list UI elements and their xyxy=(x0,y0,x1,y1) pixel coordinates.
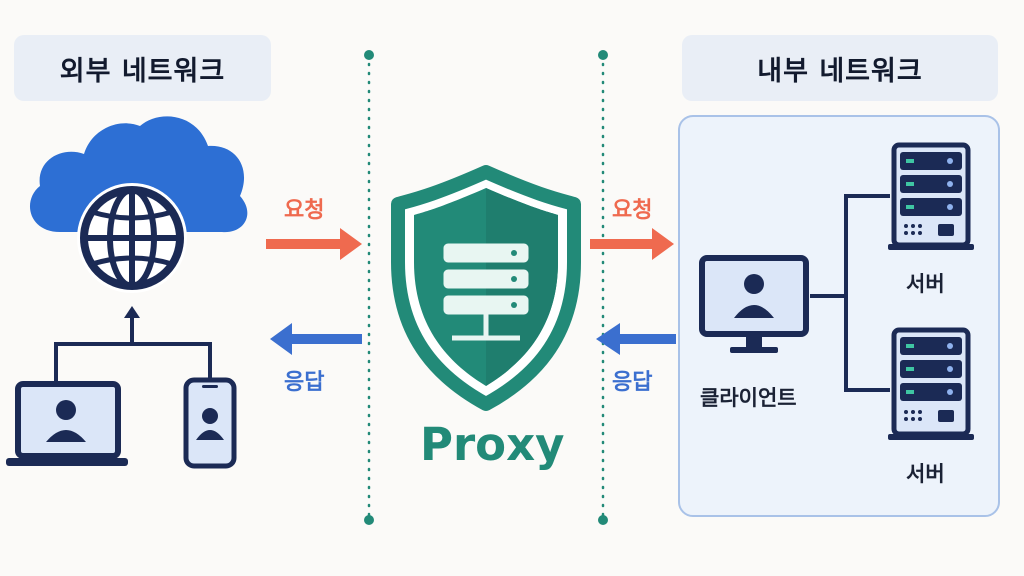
server-icon-top xyxy=(888,142,974,250)
server-icon-bottom xyxy=(888,327,974,440)
proxy-shield-icon xyxy=(391,165,581,411)
smartphone-icon xyxy=(183,377,237,469)
response-arrow-right xyxy=(596,323,676,355)
request-label-right: 요청 xyxy=(612,198,653,223)
device-connector xyxy=(54,306,212,382)
request-label-left: 요청 xyxy=(284,198,325,223)
cloud-globe-icon xyxy=(29,116,248,293)
server-label-top: 서버 xyxy=(906,272,945,296)
request-arrow-left xyxy=(266,228,362,260)
response-label-left: 응답 xyxy=(284,370,325,395)
server-connector xyxy=(810,194,890,392)
boundary-line-right xyxy=(598,50,608,525)
internal-network-title: 내부 네트워크 xyxy=(682,35,998,101)
client-monitor-icon xyxy=(699,255,809,353)
server-label-bottom: 서버 xyxy=(906,462,945,486)
response-label-right: 응답 xyxy=(612,370,653,395)
proxy-label: Proxy xyxy=(420,418,565,471)
request-arrow-right xyxy=(590,228,674,260)
laptop-icon xyxy=(6,381,128,466)
boundary-line-left xyxy=(364,50,374,525)
client-label: 클라이언트 xyxy=(700,386,797,410)
response-arrow-left xyxy=(270,323,362,355)
external-network-title: 외부 네트워크 xyxy=(14,35,271,101)
